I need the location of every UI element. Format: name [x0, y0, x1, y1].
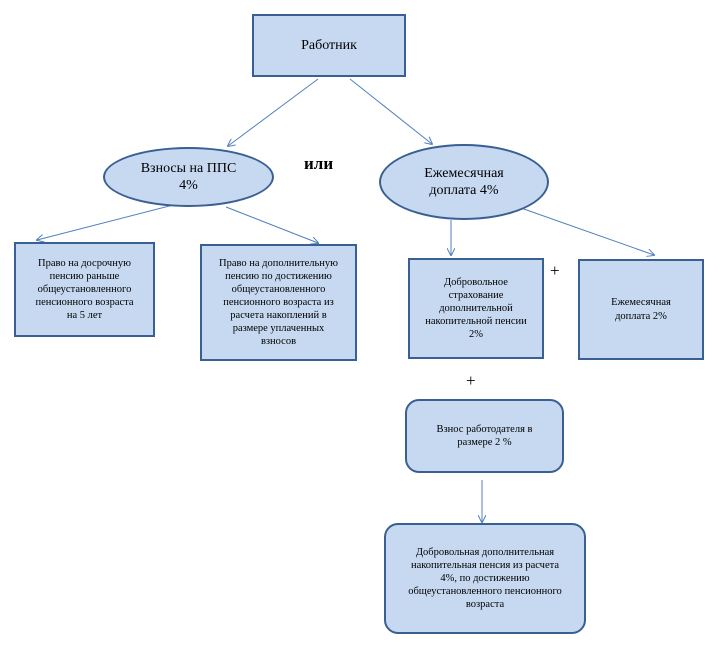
- label-plus-right: +: [550, 261, 560, 281]
- arrow-contrib-to-early: [37, 203, 178, 240]
- node-monthly-4: Ежемесячная доплата 4%: [379, 144, 549, 220]
- arrow-contrib-to-additional: [225, 206, 318, 243]
- node-additional-pension-label: Право на дополнительную пенсию по достиж…: [219, 257, 338, 348]
- label-plus-right-text: +: [550, 261, 560, 280]
- node-contrib-pps-label: Взносы на ППС 4%: [140, 160, 237, 194]
- node-monthly-4-label: Ежемесячная доплата 4%: [424, 165, 504, 199]
- arrow-monthly-to-monthly-2: [520, 207, 654, 255]
- node-voluntary-insurance: Добровольное страхование дополнительной …: [408, 258, 544, 359]
- node-voluntary-pension-label: Добровольная дополнительная накопительна…: [408, 546, 562, 611]
- label-plus-below-text: +: [466, 371, 476, 390]
- node-worker-label: Работник: [301, 37, 357, 53]
- node-early-pension: Право на досрочную пенсию раньше общеуст…: [14, 242, 155, 337]
- node-monthly-2: Ежемесячная доплата 2%: [578, 259, 704, 360]
- label-plus-below: +: [466, 371, 476, 391]
- node-early-pension-label: Право на досрочную пенсию раньше общеуст…: [35, 257, 134, 322]
- node-voluntary-pension: Добровольная дополнительная накопительна…: [384, 523, 586, 634]
- node-worker: Работник: [252, 14, 406, 77]
- node-monthly-2-label: Ежемесячная доплата 2%: [611, 297, 671, 322]
- node-additional-pension: Право на дополнительную пенсию по достиж…: [200, 244, 357, 361]
- label-or: или: [304, 154, 333, 174]
- arrow-worker-to-contrib: [228, 78, 319, 146]
- node-employer-contrib-label: Взнос работодателя в размере 2 %: [436, 423, 533, 448]
- node-contrib-pps: Взносы на ППС 4%: [103, 147, 274, 207]
- arrow-worker-to-monthly: [349, 78, 432, 144]
- node-voluntary-insurance-label: Добровольное страхование дополнительной …: [425, 276, 527, 341]
- label-or-text: или: [304, 154, 334, 173]
- node-employer-contrib: Взнос работодателя в размере 2 %: [405, 399, 564, 473]
